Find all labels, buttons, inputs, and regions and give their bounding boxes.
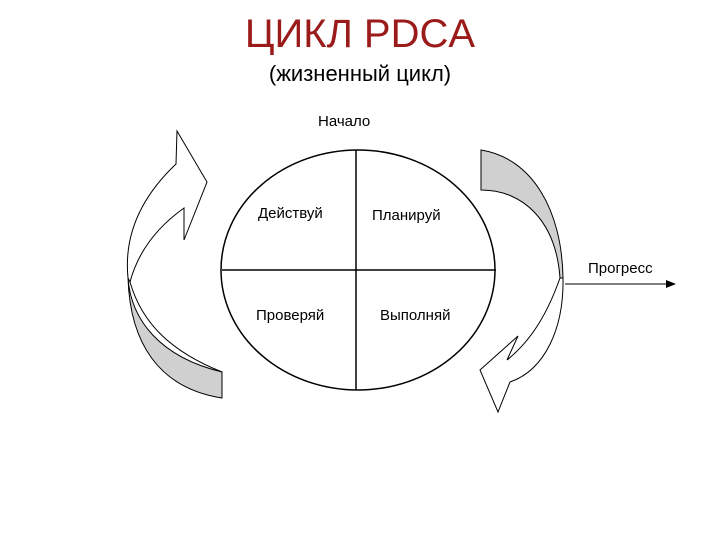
right-cycle-arrow: [479, 149, 564, 414]
label-act: Действуй: [258, 205, 323, 222]
label-start: Начало: [318, 113, 370, 130]
diagram-subtitle: (жизненный цикл): [268, 61, 452, 86]
label-check: Проверяй: [256, 307, 324, 324]
diagram-title: ЦИКЛ PDCA: [244, 12, 476, 56]
label-progress: Прогресс: [588, 260, 653, 277]
label-plan: Планируй: [372, 207, 441, 224]
left-cycle-arrow: [126, 129, 223, 399]
label-do: Выполняй: [380, 307, 450, 324]
